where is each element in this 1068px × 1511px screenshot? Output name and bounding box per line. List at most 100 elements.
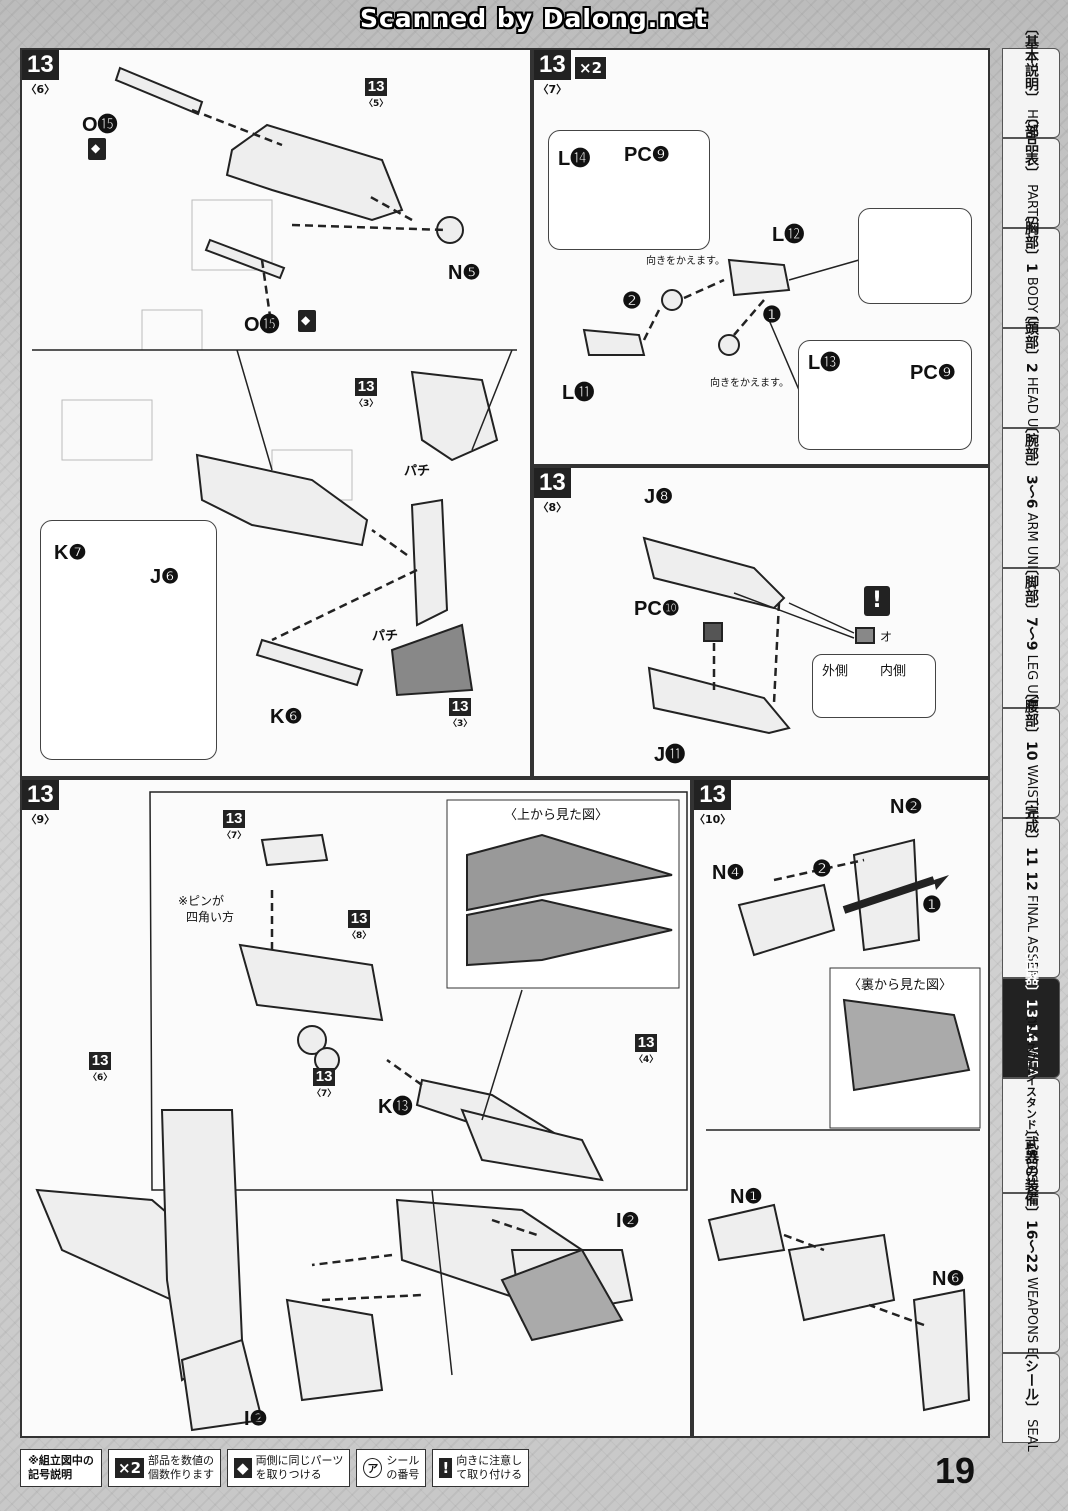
part-label: J❻ xyxy=(150,566,180,588)
pin-note: 四角い方 xyxy=(186,910,235,924)
legend-text: 両側に同じパーツ を取りつける xyxy=(255,1454,344,1481)
ref-step-badge: 13 〈6〉 xyxy=(88,1052,112,1083)
tab-head-unit[interactable]: 〔頭部〕2 HEAD UNIT xyxy=(1002,307,1060,449)
detail-box-l12 xyxy=(858,208,972,304)
detail-box-k7-j6 xyxy=(40,520,217,760)
ref-step-number: 13 xyxy=(448,698,472,716)
step-sub: 〈6〉 xyxy=(25,83,56,96)
part-label: N❹ xyxy=(712,862,745,884)
tab-leg-unit[interactable]: 〔脚部〕7〜9 LEG UNIT xyxy=(1002,561,1060,715)
seal-label: オ xyxy=(880,630,893,644)
tab-en: SEAL xyxy=(1024,1418,1039,1452)
tab-final-assemble[interactable]: 〔完成〕11 12 FINAL ASSEMBLE xyxy=(1002,791,1060,1005)
step-number: 13 xyxy=(534,468,571,498)
assembly-drawing xyxy=(642,536,875,735)
step-arrow: ❷ xyxy=(812,856,832,881)
tab-arm-unit[interactable]: 〔腕部〕3〜6 ARM UNIT xyxy=(1002,419,1060,577)
panel-step-13-10: 13 〈10〉 N❷ N❹ ❷ ❶ 〈裏から見た図〉 N❶ N❻ xyxy=(692,778,990,1438)
tab-how-to[interactable]: 〔基本説明〕 HOW TO xyxy=(1002,21,1060,165)
tab-jp: 〔胸部〕1 xyxy=(1023,207,1039,274)
step-sub: 〈9〉 xyxy=(25,813,56,826)
assembly-drawing xyxy=(35,791,688,1432)
tab-jp: 〔シール〕 xyxy=(1023,1344,1039,1415)
step-number: 13 xyxy=(694,780,731,810)
panel-step-13-9: 13 〈9〉 13 〈7〉 13 〈8〉 13 〈7〉 13 〈4〉 13 〈6… xyxy=(20,778,692,1438)
ref-step-badge: 13 〈7〉 xyxy=(312,1068,336,1099)
part-label: J❽ xyxy=(644,486,674,508)
step-sub: 〈7〉 xyxy=(537,83,568,96)
ref-step-number: 13 xyxy=(354,378,378,396)
step-badge: 13 〈8〉 xyxy=(534,468,571,515)
tab-weapons[interactable]: 〔武器〕13 14 WEAPONS xyxy=(1002,943,1060,1113)
legend-heading: ※組立図中の 記号説明 xyxy=(20,1449,102,1487)
detail-box-l14-pc9 xyxy=(548,130,710,250)
ref-step-badge: 13 〈5〉 xyxy=(364,78,388,109)
ref-step-sub: 〈7〉 xyxy=(222,831,247,841)
ref-step-sub: 〈7〉 xyxy=(312,1089,337,1099)
watermark: Scanned by Dalong.net xyxy=(359,4,708,33)
inner-side-label: 内側 xyxy=(880,664,907,679)
part-label: J⓫ xyxy=(654,744,686,766)
legend-item-quantity: ×2 部品を数値の 個数作ります xyxy=(108,1449,222,1487)
ref-step-sub: 〈5〉 xyxy=(364,99,389,109)
bottom-view-caption: 〈裏から見た図〉 xyxy=(848,978,953,993)
tab-jp: 〔基本説明〕 xyxy=(1023,21,1039,106)
caution-icon: ! xyxy=(439,1458,453,1478)
quantity-badge: ×2 xyxy=(574,56,608,80)
tab-weapons-equipment[interactable]: 〔武器の装備〕16〜22 WEAPONS EQUIPMENT xyxy=(1002,1122,1060,1424)
part-label: I❷ xyxy=(616,1210,640,1232)
detail-box-l13-pc9 xyxy=(798,340,972,450)
tab-en: FINAL ASSEMBLE xyxy=(1024,894,1039,1006)
step-number: 13 xyxy=(534,50,571,80)
both-sides-icon xyxy=(298,310,316,332)
part-label: I❷ xyxy=(244,1408,268,1430)
legend-text: 向きに注意し て取り付ける xyxy=(456,1454,523,1481)
ref-step-number: 13 xyxy=(347,910,371,928)
tab-jp: 〔武器の装備〕16〜22 xyxy=(1023,1122,1039,1273)
seal-icon: ア xyxy=(363,1458,383,1478)
part-label: K❻ xyxy=(270,706,303,728)
tab-en: LEG UNIT xyxy=(1024,654,1039,716)
note-turn: 向きをかえます。 xyxy=(710,378,789,389)
quantity-icon: ×2 xyxy=(115,1458,145,1478)
part-label: K⓭ xyxy=(378,1096,413,1118)
section-sidebar: 〔基本説明〕 HOW TO 〔部品表〕 PARTS LIST 〔胸部〕1 BOD… xyxy=(1002,21,1062,1468)
step-sub: 〈8〉 xyxy=(537,501,568,514)
step-arrow: ❷ xyxy=(622,288,642,313)
ref-step-badge: 13 〈4〉 xyxy=(634,1034,658,1065)
part-label: N❷ xyxy=(890,796,923,818)
step-arrow: ❶ xyxy=(762,302,782,327)
part-label: L⓮ xyxy=(558,148,591,170)
ref-step-sub: 〈8〉 xyxy=(347,931,372,941)
note-turn: 向きをかえます。 xyxy=(646,256,725,267)
tab-body-unit[interactable]: 〔胸部〕1 BODY UNIT xyxy=(1002,207,1060,349)
top-view-caption: 〈上から見た図〉 xyxy=(504,808,609,823)
tab-jp: 〔ディスプレイスタンド〕15 xyxy=(1024,1009,1038,1157)
caution-icon: ! xyxy=(864,586,890,616)
tab-jp: 〔完成〕11 12 xyxy=(1023,790,1039,891)
step-number: 13 xyxy=(22,50,59,80)
tab-jp: 〔頭部〕2 xyxy=(1023,307,1039,373)
legend-text: 部品を数値の 個数作ります xyxy=(148,1454,215,1481)
ref-step-number: 13 xyxy=(88,1052,112,1070)
ref-step-sub: 〈3〉 xyxy=(448,719,473,729)
panel-step-13-7: 13 〈7〉 ×2 L⓮ PC❾ L⓬ 向きをかえます。 ❷ ❶ L⓫ 向きをか… xyxy=(532,48,990,466)
ref-step-sub: 〈3〉 xyxy=(354,399,379,409)
ref-step-badge: 13 〈3〉 xyxy=(448,698,472,729)
legend-text: シール の番号 xyxy=(386,1454,420,1481)
sfx-snap: パチ xyxy=(404,464,431,479)
part-label: PC❾ xyxy=(624,144,670,166)
outer-side-label: 外側 xyxy=(822,664,849,679)
ref-step-number: 13 xyxy=(364,78,388,96)
ref-step-number: 13 xyxy=(312,1068,336,1086)
tab-seal[interactable]: 〔シール〕 SEAL xyxy=(1002,1345,1060,1451)
pin-note: ※ピンが xyxy=(178,894,225,908)
panel-step-13-8: 13 〈8〉 J❽ PC❿ J⓫ ! オ 外側 内側 xyxy=(532,466,990,778)
legend-heading-text: ※組立図中の 記号説明 xyxy=(28,1454,94,1481)
tab-jp: 〔部品表〕 xyxy=(1023,110,1039,181)
ref-step-sub: 〈6〉 xyxy=(88,1073,113,1083)
tab-parts-list[interactable]: 〔部品表〕 PARTS LIST xyxy=(1002,110,1060,256)
ref-step-number: 13 xyxy=(634,1034,658,1052)
part-label: N❻ xyxy=(932,1268,965,1290)
tab-jp: 〔武器〕13 14 xyxy=(1023,943,1039,1043)
